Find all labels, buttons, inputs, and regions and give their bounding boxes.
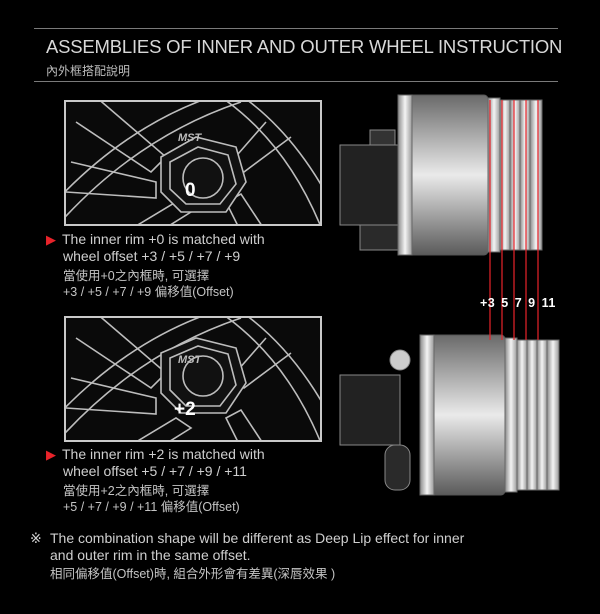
panel-2-caption: ▶ The inner rim +2 is matched with wheel … (46, 446, 265, 515)
inner-rim-2-image (64, 316, 322, 442)
caption-en-line2: wheel offset +3 / +5 / +7 / +9 (63, 248, 241, 264)
caption-cn-line2: +3 / +5 / +7 / +9 偏移值(Offset) (63, 285, 234, 299)
wheel-cross-section-diagram (339, 94, 560, 496)
note-line2: and outer rim in the same offset. (50, 547, 251, 563)
note-line3: 相同偏移值(Offset)時, 組合外形會有差異(深唇效果 ) (50, 567, 336, 581)
offset-number: 7 (514, 296, 523, 310)
offset-guide-lines (489, 100, 539, 340)
lower-wheel (339, 334, 560, 496)
logo-mst-2: MST (178, 354, 202, 366)
note-line1: The combination shape will be different … (50, 530, 465, 546)
caption-en-line2: wheel offset +5 / +7 / +9 / +11 (63, 463, 247, 479)
note-mark: ※ (30, 530, 42, 546)
caption-cn-line1: 當使用+0之內框時, 可選擇 (63, 269, 210, 283)
page-subtitle: 內外框搭配說明 (46, 64, 131, 78)
red-arrow-icon: ▶ (46, 232, 56, 247)
offset-label-2: +2 (174, 399, 196, 420)
page-title: ASSEMBLIES OF INNER AND OUTER WHEEL INST… (46, 36, 563, 57)
offset-number: 9 (528, 296, 536, 310)
caption-en-line1: The inner rim +2 is matched with (62, 446, 265, 462)
offset-number: 5 (501, 296, 509, 310)
caption-cn-line1: 當使用+2之內框時, 可選擇 (63, 484, 210, 498)
upper-wheel (339, 94, 543, 256)
caption-en-line1: The inner rim +0 is matched with (62, 231, 265, 247)
top-rule (34, 28, 558, 29)
logo-mst-1: MST (178, 132, 202, 144)
offset-label-0: 0 (185, 180, 196, 201)
inner-rim-0-image (64, 100, 322, 226)
caption-cn-line2: +5 / +7 / +9 / +11 偏移值(Offset) (63, 500, 240, 514)
red-arrow-icon: ▶ (46, 447, 56, 462)
header-rule (34, 81, 558, 82)
offset-number: 11 (541, 296, 556, 310)
offset-number: +3 (480, 296, 496, 310)
footnote: ※ The combination shape will be different… (30, 530, 464, 583)
panel-1-caption: ▶ The inner rim +0 is matched with wheel … (46, 231, 265, 300)
